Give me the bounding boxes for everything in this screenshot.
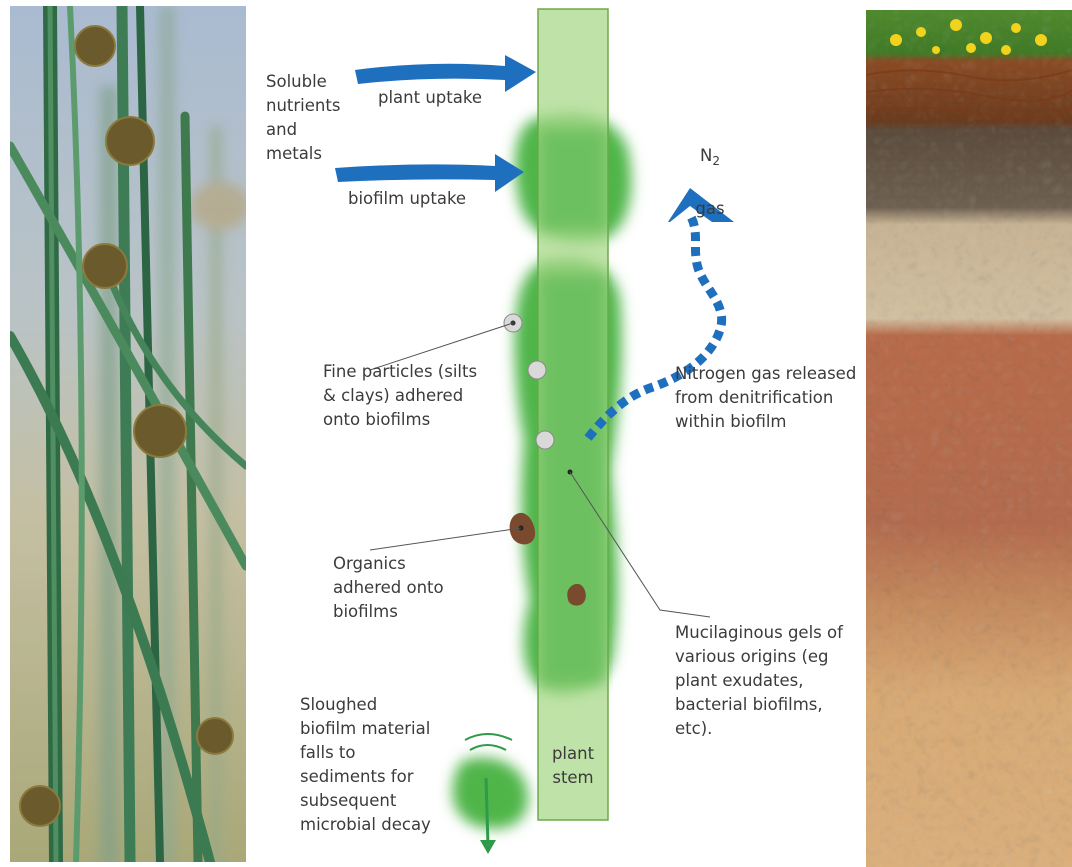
- plant-uptake-label: plant uptake: [378, 86, 482, 110]
- sloughed-arcs: [465, 734, 512, 750]
- organics-leader: [370, 528, 521, 550]
- rush-plants-illustration: [10, 6, 246, 862]
- gas-word: gas: [695, 199, 724, 218]
- organics-label: Organics adhered onto biofilms: [333, 552, 444, 624]
- mucilaginous-gels-label: Mucilaginous gels of various origins (eg…: [675, 621, 843, 741]
- nitrogen-released-label: Nitrogen gas released from denitrificati…: [675, 362, 856, 434]
- sloughed-material-label: Sloughed biofilm material falls to sedim…: [300, 693, 431, 837]
- n2-subscript: 2: [712, 154, 720, 168]
- n2-gas-label: N2 gas: [680, 120, 740, 221]
- n2-symbol: N: [700, 146, 712, 165]
- sloughed-arrow: [486, 778, 488, 846]
- rush-plants-photo: [10, 6, 246, 862]
- soil-profile-illustration: [866, 10, 1072, 867]
- biofilm-uptake-label: biofilm uptake: [348, 187, 466, 211]
- fine-particles-label: Fine particles (silts & clays) adhered o…: [323, 360, 477, 432]
- plant-stem-label: plant stem: [543, 742, 603, 790]
- soluble-nutrients-label: Soluble nutrients and metals: [266, 70, 340, 166]
- soil-profile-photo: [866, 10, 1072, 867]
- wetland-biofilm-diagram: Soluble nutrients and metals plant uptak…: [250, 0, 862, 867]
